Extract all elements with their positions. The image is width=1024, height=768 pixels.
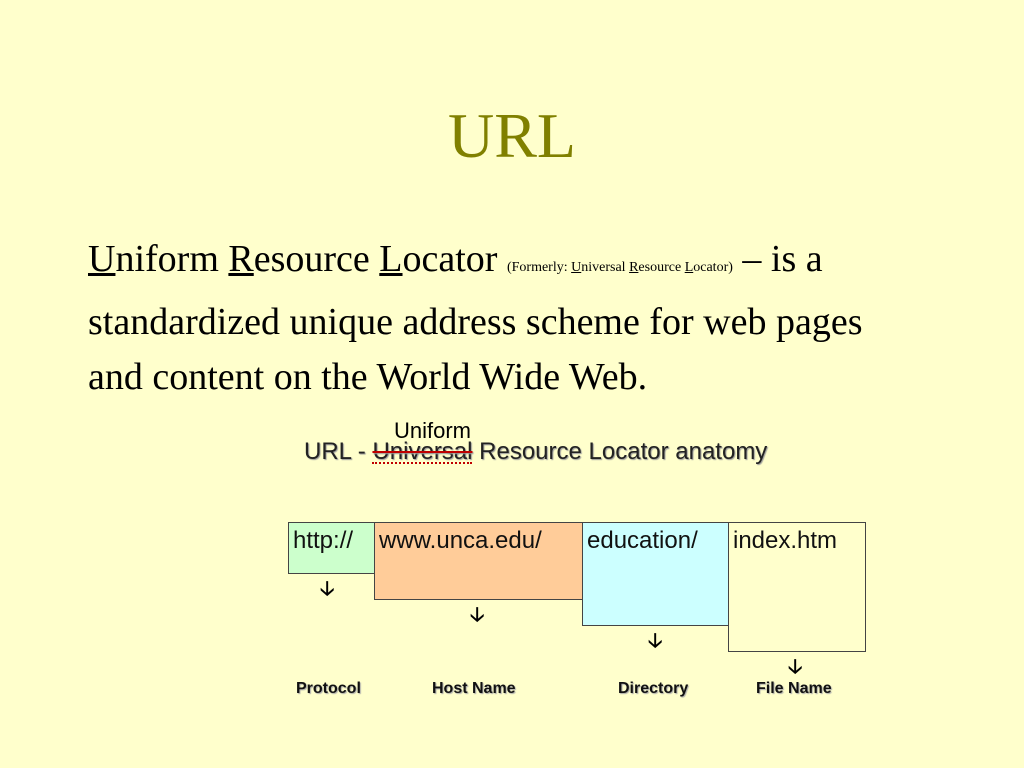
url-anatomy-diagram: Uniform URL - Universal Resource Locator… [280, 418, 880, 718]
formerly-rest-locator: ocator) [693, 260, 733, 275]
label-protocol: Protocol [296, 680, 361, 697]
down-arrow-icon: 🡣 [788, 654, 803, 678]
term-rest-resource: esource [253, 238, 380, 280]
down-arrow-icon: 🡣 [320, 576, 335, 600]
down-arrow-icon: 🡣 [648, 628, 663, 652]
down-arrow-icon: 🡣 [470, 602, 485, 626]
definition-description: is a standardized unique address scheme … [88, 238, 863, 398]
definition-dash: – [732, 238, 762, 280]
term-initial-l: L [379, 238, 403, 280]
formerly-rest-resource: esource [638, 260, 685, 275]
url-part-directory: education/ [582, 522, 730, 626]
formerly-initial-r: R [629, 260, 639, 275]
heading-suffix: Resource Locator anatomy [472, 438, 768, 465]
formerly-note: (Formerly: Universal Resource Locator) [507, 260, 733, 275]
label-host-name: Host Name [432, 680, 516, 697]
term-initial-r: R [228, 238, 254, 280]
diagram-heading: URL - Universal Resource Locator anatomy [304, 438, 767, 466]
slide-title: URL [448, 100, 576, 171]
label-directory: Directory [618, 680, 689, 697]
formerly-rest-universal: niversal [581, 260, 630, 275]
formerly-prefix: (Formerly: [506, 260, 572, 275]
formerly-initial-l: L [684, 260, 694, 275]
url-part-host: www.unca.edu/ [374, 522, 584, 600]
heading-prefix: URL - [304, 438, 373, 465]
term-rest-uniform: niform [115, 238, 229, 280]
term-initial-u: U [88, 238, 116, 280]
label-file-name: File Name [756, 680, 832, 697]
url-part-filename: index.htm [728, 522, 866, 652]
formerly-initial-u: U [571, 260, 582, 275]
term-rest-locator: ocator [402, 238, 507, 280]
url-part-protocol: http:// [288, 522, 376, 574]
heading-struck-word: Universal [372, 438, 473, 465]
definition-text: Uniform Resource Locator (Formerly: Univ… [88, 232, 918, 405]
